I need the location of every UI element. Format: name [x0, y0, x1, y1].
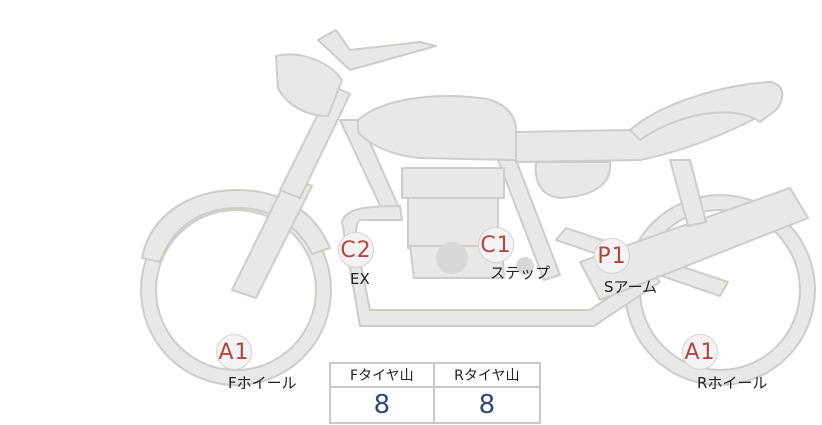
side-cover-shape [534, 161, 612, 199]
fuel-tank-shape [357, 95, 517, 161]
front-tread-header: Fタイヤ山 [329, 362, 435, 388]
marker-swing-arm[interactable]: P1 [594, 238, 630, 274]
front-fork-shape [231, 175, 313, 299]
marker-rear-wheel[interactable]: A1 [682, 334, 718, 370]
marker-swing-arm-code: P1 [597, 243, 627, 269]
label-front-wheel: Fホイール [228, 374, 297, 392]
rear-tread-value: 8 [432, 386, 542, 424]
label-step: ステップ [490, 264, 551, 282]
muffler-shape [579, 187, 809, 301]
label-exhaust: EX [350, 270, 370, 288]
engine-block-shape [401, 167, 505, 199]
headlight-shape [275, 53, 343, 117]
handlebar-shape [317, 29, 437, 71]
marker-rear-wheel-code: A1 [684, 339, 716, 365]
rear-tread-header: Rタイヤ山 [432, 362, 542, 388]
label-rear-wheel: Rホイール [697, 374, 768, 392]
marker-step[interactable]: C1 [478, 227, 514, 263]
marker-exhaust-code: C2 [340, 237, 372, 263]
front-tread-value: 8 [329, 386, 435, 424]
label-swing-arm: Sアーム [604, 278, 658, 296]
exhaust-pipe-shape [341, 205, 661, 327]
marker-exhaust[interactable]: C2 [338, 232, 374, 268]
marker-front-wheel[interactable]: A1 [216, 334, 252, 370]
marker-step-code: C1 [480, 232, 512, 258]
tread-depth-table: Fタイヤ山 Rタイヤ山 8 8 [329, 362, 542, 424]
marker-front-wheel-code: A1 [218, 339, 250, 365]
